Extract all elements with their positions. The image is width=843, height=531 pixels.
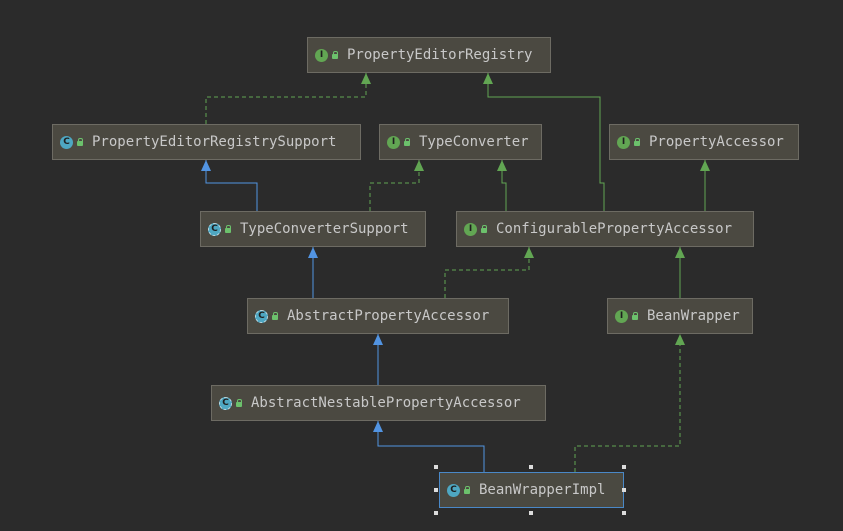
interface-icon: I xyxy=(615,309,628,323)
public-visibility-icon xyxy=(331,51,339,59)
interface-icon: I xyxy=(464,222,477,236)
selection-handle-top-left[interactable] xyxy=(434,465,438,469)
public-visibility-icon xyxy=(480,225,488,233)
public-visibility-icon xyxy=(463,486,471,494)
node-label: PropertyEditorRegistry xyxy=(347,47,533,63)
node-label: BeanWrapperImpl xyxy=(479,482,606,498)
interface-icon: I xyxy=(387,135,400,149)
public-visibility-icon xyxy=(235,399,243,407)
edge-arrowhead xyxy=(201,160,211,171)
node-label: ConfigurablePropertyAccessor xyxy=(496,221,733,237)
node-abstract-property-accessor[interactable]: C AbstractPropertyAccessor xyxy=(247,298,509,334)
abstract-class-icon: C xyxy=(219,396,232,410)
edge-interface-extends-4 xyxy=(487,73,605,211)
edge-implements-2 xyxy=(369,160,420,211)
selection-handle-bottom-middle[interactable] xyxy=(529,511,533,515)
node-property-editor-registry[interactable]: I PropertyEditorRegistry xyxy=(307,37,551,73)
class-icon: C xyxy=(447,483,460,497)
edge-arrowhead xyxy=(675,247,685,258)
edge-arrowhead xyxy=(700,160,710,171)
public-visibility-icon xyxy=(271,312,279,320)
edge-implements-0 xyxy=(205,73,367,124)
edge-arrowhead xyxy=(497,160,507,171)
node-type-converter-support[interactable]: C TypeConverterSupport xyxy=(200,211,426,247)
edge-extends-1 xyxy=(205,160,258,211)
node-abstract-nestable-property-accessor[interactable]: C AbstractNestablePropertyAccessor xyxy=(211,385,546,421)
abstract-class-icon: C xyxy=(255,309,268,323)
selection-handle-bottom-left[interactable] xyxy=(434,511,438,515)
node-property-accessor[interactable]: I PropertyAccessor xyxy=(609,124,799,160)
selection-handle-top-right[interactable] xyxy=(622,465,626,469)
public-visibility-icon xyxy=(224,225,232,233)
node-label: BeanWrapper xyxy=(647,308,740,324)
interface-icon: I xyxy=(617,135,630,149)
edge-arrowhead xyxy=(483,73,493,84)
edge-arrowhead xyxy=(414,160,424,171)
node-label: AbstractPropertyAccessor xyxy=(287,308,490,324)
node-label: TypeConverter xyxy=(419,134,529,150)
public-visibility-icon xyxy=(403,138,411,146)
selection-handle-top-middle[interactable] xyxy=(529,465,533,469)
node-label: AbstractNestablePropertyAccessor xyxy=(251,395,521,411)
edge-arrowhead xyxy=(373,334,383,345)
public-visibility-icon xyxy=(76,138,84,146)
node-bean-wrapper[interactable]: I BeanWrapper xyxy=(607,298,753,334)
node-label: PropertyEditorRegistrySupport xyxy=(92,134,337,150)
edge-arrowhead xyxy=(675,334,685,345)
edge-implements-11 xyxy=(574,334,681,472)
node-configurable-property-accessor[interactable]: I ConfigurablePropertyAccessor xyxy=(456,211,754,247)
edge-interface-extends-3 xyxy=(501,160,507,211)
edge-implements-7 xyxy=(444,247,530,298)
node-label: PropertyAccessor xyxy=(649,134,784,150)
edge-arrowhead xyxy=(373,421,383,432)
edge-extends-10 xyxy=(377,421,485,472)
node-property-editor-registry-support[interactable]: C PropertyEditorRegistrySupport xyxy=(52,124,361,160)
node-type-converter[interactable]: I TypeConverter xyxy=(379,124,542,160)
class-icon: C xyxy=(60,135,73,149)
abstract-class-icon: C xyxy=(208,222,221,236)
node-label: TypeConverterSupport xyxy=(240,221,409,237)
edge-arrowhead xyxy=(361,73,371,84)
interface-icon: I xyxy=(315,48,328,62)
edge-arrowhead xyxy=(524,247,534,258)
selection-handle-middle-right[interactable] xyxy=(622,488,626,492)
public-visibility-icon xyxy=(631,312,639,320)
edge-arrowhead xyxy=(308,247,318,258)
node-bean-wrapper-impl[interactable]: C BeanWrapperImpl xyxy=(439,472,624,508)
selection-handle-bottom-right[interactable] xyxy=(622,511,626,515)
public-visibility-icon xyxy=(633,138,641,146)
selection-handle-middle-left[interactable] xyxy=(434,488,438,492)
